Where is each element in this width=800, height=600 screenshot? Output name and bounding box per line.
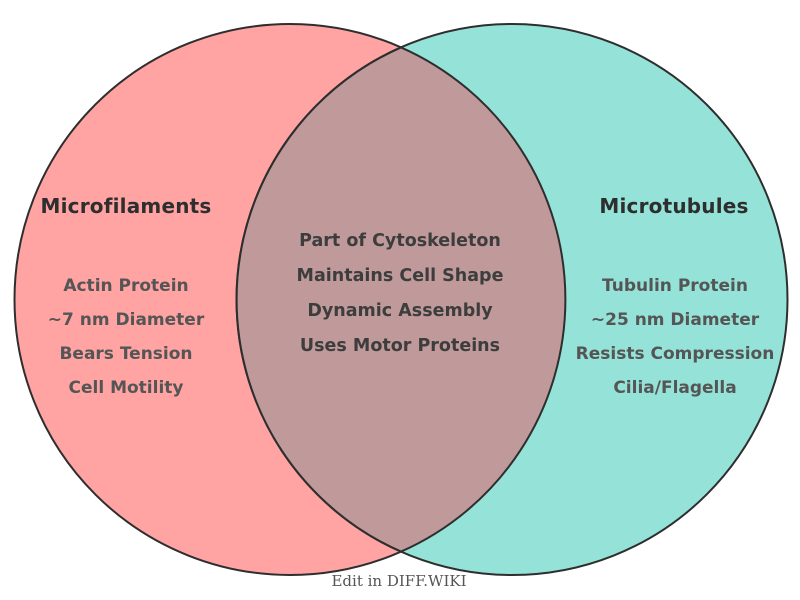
intersection-region [235, 46, 567, 553]
right-set-title: Microtubules [599, 193, 749, 218]
shared-items: Part of Cytoskeleton Maintains Cell Shap… [250, 224, 550, 364]
list-item: ~25 nm Diameter [590, 309, 760, 330]
list-item: Maintains Cell Shape [296, 266, 504, 287]
edit-link[interactable]: Edit in DIFF.WIKI [331, 572, 467, 590]
list-item: Uses Motor Proteins [299, 335, 501, 356]
right-set-items: Tubulin Protein ~25 nm Diameter Resists … [525, 269, 800, 406]
list-item: Tubulin Protein [602, 275, 748, 296]
list-item: Resists Compression [575, 344, 775, 365]
left-set-items: Actin Protein ~7 nm Diameter Bears Tensi… [0, 269, 276, 406]
list-item: Bears Tension [59, 344, 193, 365]
left-set-title: Microfilaments [40, 193, 212, 218]
list-item: Part of Cytoskeleton [299, 231, 501, 252]
list-item: Dynamic Assembly [307, 301, 493, 322]
list-item: ~7 nm Diameter [47, 309, 205, 330]
list-item: Cell Motility [68, 378, 184, 399]
list-item: Cilia/Flagella [613, 378, 737, 399]
list-item: Actin Protein [63, 275, 189, 296]
